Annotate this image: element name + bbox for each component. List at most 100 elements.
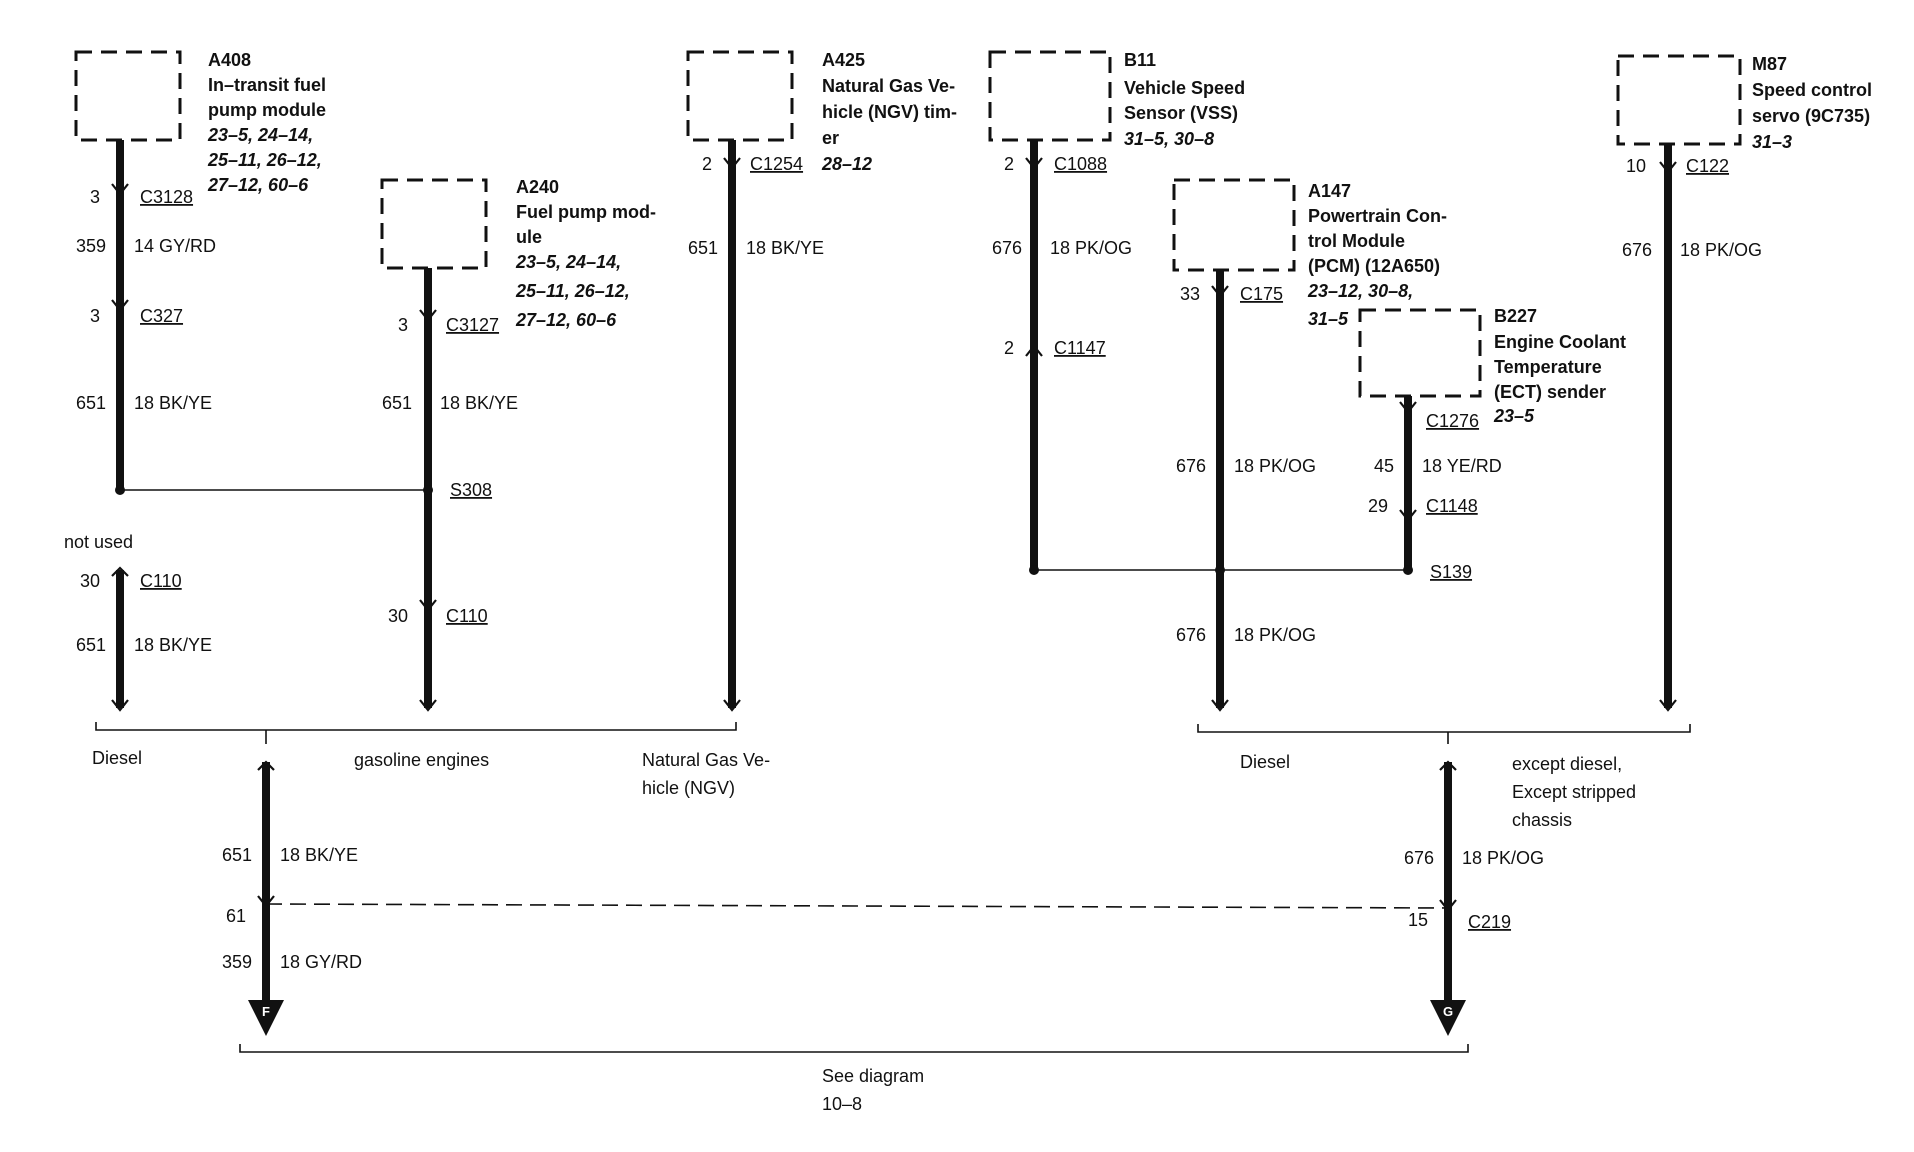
terminal-f-arrow	[248, 1000, 284, 1036]
option-diesel-left: Diesel	[92, 748, 142, 768]
option-except-line-3: chassis	[1512, 810, 1572, 830]
connector-symbol	[111, 699, 129, 712]
a147-component-box[interactable]	[1172, 178, 1296, 272]
option-ngv-line-1: Natural Gas Ve-	[642, 750, 770, 770]
connector-label[interactable]: C175	[1240, 284, 1283, 304]
connector-symbol	[1659, 699, 1677, 712]
connector-symbol	[419, 699, 437, 712]
option-diesel-right: Diesel	[1240, 752, 1290, 772]
circuit-number: 676	[1622, 240, 1652, 260]
circuit-number: 651	[76, 393, 106, 413]
wire-spec: 18 PK/OG	[1462, 848, 1544, 868]
connector-symbol	[1439, 760, 1457, 771]
b11-label: B11 Vehicle Speed Sensor (VSS) 31–5, 30–…	[1124, 50, 1245, 149]
connector-symbol	[111, 299, 129, 312]
option-except-line-2: Except stripped	[1512, 782, 1636, 802]
splice-label-s139[interactable]: S139	[1430, 562, 1472, 582]
connector-symbol	[723, 157, 741, 170]
a147-name-line-3: (PCM) (12A650)	[1308, 256, 1440, 276]
circuit-number: 651	[382, 393, 412, 413]
connector-symbol	[257, 760, 275, 771]
wire-spec: 18 PK/OG	[1234, 456, 1316, 476]
wire-spec: 18 YE/RD	[1422, 456, 1502, 476]
a408-component-box[interactable]	[74, 50, 182, 142]
pin-number: 30	[388, 606, 408, 626]
pin-number: 2	[1004, 338, 1014, 358]
connector-symbol	[1025, 157, 1043, 170]
connector-symbol	[257, 895, 275, 908]
connector-symbol	[1025, 344, 1043, 357]
a240-label: A240 Fuel pump mod- ule 23–5, 24–14, 25–…	[515, 177, 656, 330]
connector-label[interactable]: C1254	[750, 154, 803, 174]
terminal-g[interactable]: G	[1430, 1000, 1466, 1036]
connector-symbol	[111, 183, 129, 196]
connector-label[interactable]: C3128	[140, 187, 193, 207]
a147-ref-line-1: 23–12, 30–8,	[1307, 281, 1413, 301]
pin-number: 3	[90, 306, 100, 326]
option-bracket-right	[1197, 724, 1691, 733]
a425-name-line-3: er	[822, 128, 839, 148]
a240-ref-line-2: 25–11, 26–12,	[515, 281, 630, 301]
b227-label: B227 Engine Coolant Temperature (ECT) se…	[1493, 306, 1626, 426]
pin-number: 30	[80, 571, 100, 591]
m87-label: M87 Speed control servo (9C735) 31–3	[1752, 54, 1872, 152]
circuit-number: 676	[1176, 625, 1206, 645]
terminal-f-label: F	[262, 1004, 270, 1019]
a147-label: A147 Powertrain Con- trol Module (PCM) (…	[1307, 181, 1447, 329]
b227-component-box[interactable]	[1358, 308, 1482, 398]
connector-label[interactable]: C3127	[446, 315, 499, 335]
circuit-number: 651	[222, 845, 252, 865]
a425-name-line-2: hicle (NGV) tim-	[822, 102, 957, 122]
wire-spec: 18 BK/YE	[134, 635, 212, 655]
see-diagram-label: See diagram	[822, 1066, 924, 1086]
connector-label[interactable]: C1148	[1426, 496, 1478, 516]
b227-id: B227	[1494, 306, 1537, 326]
m87-name-line-1: Speed control	[1752, 80, 1872, 100]
pin-number: 10	[1626, 156, 1646, 176]
a408-ref-line-1: 23–5, 24–14,	[207, 125, 313, 145]
b11-name-line-1: Vehicle Speed	[1124, 78, 1245, 98]
terminal-f[interactable]: F	[248, 1000, 284, 1036]
connector-label[interactable]: C110	[446, 606, 488, 626]
b227-name-line-1: Engine Coolant	[1494, 332, 1626, 352]
b11-component-box[interactable]	[988, 50, 1112, 142]
wire-spec: 18 BK/YE	[440, 393, 518, 413]
option-gasoline: gasoline engines	[354, 750, 489, 770]
splice-dot	[1215, 565, 1225, 575]
m87-component-box[interactable]	[1616, 54, 1742, 146]
b227-name-line-2: Temperature	[1494, 357, 1602, 377]
circuit-number: 359	[76, 236, 106, 256]
connector-label[interactable]: C110	[140, 571, 182, 591]
splice-dot	[1029, 565, 1039, 575]
connector-label[interactable]: C1147	[1054, 338, 1106, 358]
connector-label[interactable]: C219	[1468, 912, 1511, 932]
pin-number: 3	[398, 315, 408, 335]
a425-ref-line-1: 28–12	[821, 154, 872, 174]
option-ngv-line-2: hicle (NGV)	[642, 778, 735, 798]
a240-component-box[interactable]	[380, 178, 488, 270]
circuit-number: 676	[992, 238, 1022, 258]
a425-component-box[interactable]	[686, 50, 794, 142]
m87-name-line-2: servo (9C735)	[1752, 106, 1870, 126]
option-bracket-left	[95, 722, 737, 731]
b227-name-line-3: (ECT) sender	[1494, 382, 1606, 402]
b227-ref-line-1: 23–5	[1493, 406, 1535, 426]
wire-spec: 18 BK/YE	[280, 845, 358, 865]
splice-dot	[115, 485, 125, 495]
see-diagram-ref[interactable]: 10–8	[822, 1094, 862, 1114]
a240-id: A240	[516, 177, 559, 197]
connector-label[interactable]: C1276	[1426, 411, 1479, 431]
splice-label-s308[interactable]: S308	[450, 480, 492, 500]
connector-symbol	[111, 566, 129, 577]
a240-ref-line-1: 23–5, 24–14,	[515, 252, 621, 272]
connector-symbol	[1439, 899, 1457, 912]
a147-name-line-1: Powertrain Con-	[1308, 206, 1447, 226]
connector-label[interactable]: C122	[1686, 156, 1729, 176]
connector-label[interactable]: C1088	[1054, 154, 1107, 174]
a408-id: A408	[208, 50, 251, 70]
b11-id: B11	[1124, 50, 1156, 70]
b11-ref-line-1: 31–5, 30–8	[1124, 129, 1214, 149]
connector-label[interactable]: C327	[140, 306, 183, 326]
connector-symbol	[1399, 401, 1417, 414]
